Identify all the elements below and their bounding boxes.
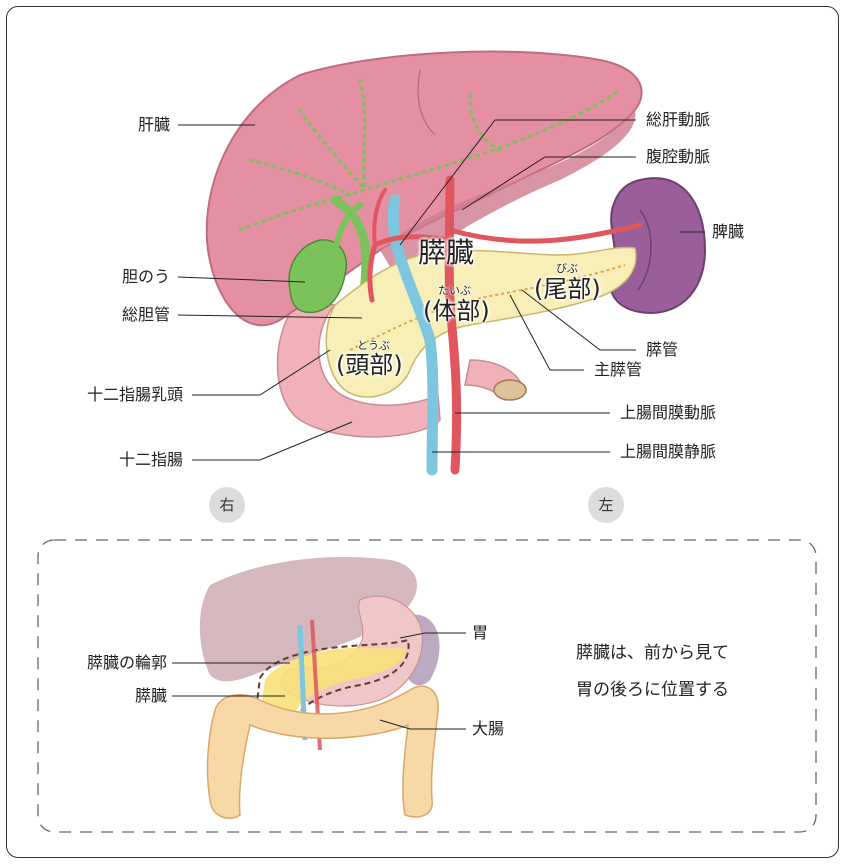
label-smv: 上腸間膜静脈 — [620, 443, 716, 461]
pancreas-title: 膵臓 — [418, 238, 474, 268]
inset-label-pancreas: 膵臓 — [135, 687, 167, 705]
inset-note-line1: 膵臓は、前から見て — [576, 638, 729, 668]
inset-label-colon: 大腸 — [472, 720, 504, 738]
label-spleen: 脾臓 — [712, 223, 744, 241]
label-pancreatic-duct: 膵管 — [646, 341, 678, 359]
inset-note-line2: 胃の後ろに位置する — [576, 675, 729, 705]
label-common-bile-duct: 総胆管 — [122, 306, 170, 324]
right-side-marker: 右 — [209, 487, 245, 523]
label-liver: 肝臓 — [138, 116, 170, 134]
label-gallbladder: 胆のう — [122, 268, 170, 286]
pancreas-body-label: (体部) — [423, 296, 490, 326]
pancreas-tail-label: (尾部) — [534, 274, 601, 304]
inset-label-stomach: 胃 — [472, 624, 488, 642]
label-sma: 上腸間膜動脈 — [620, 404, 716, 422]
pancreas-head-label: (頭部) — [336, 350, 403, 380]
label-celiac-artery: 腹腔動脈 — [646, 148, 710, 166]
label-duodenum: 十二指腸 — [119, 451, 183, 469]
label-duodenal-papilla: 十二指腸乳頭 — [87, 386, 183, 404]
label-common-hepatic-artery: 総肝動脈 — [646, 111, 710, 129]
spleen-shape — [610, 178, 705, 313]
inset-colon-shape — [208, 686, 439, 818]
label-main-pancreatic-duct: 主膵管 — [594, 361, 642, 379]
inset-label-outline: 膵臓の輪郭 — [87, 654, 167, 672]
left-side-marker: 左 — [588, 487, 624, 523]
